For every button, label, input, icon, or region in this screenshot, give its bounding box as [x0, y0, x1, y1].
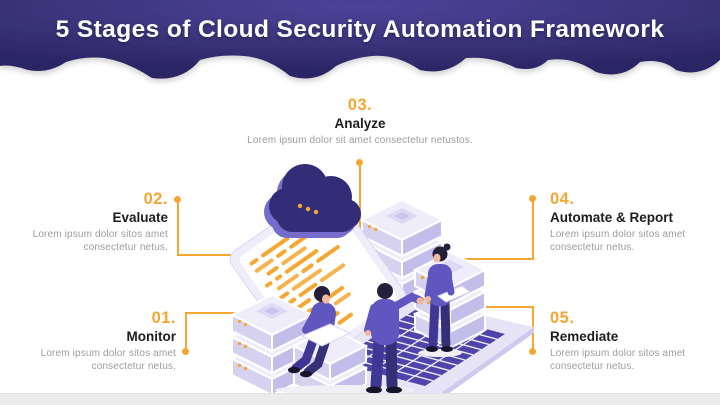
stage-description: Lorem ipsum dolor sitos amet consectetur… [32, 229, 168, 253]
ground-shadow [418, 349, 462, 357]
laptop-icon [229, 187, 407, 369]
stage-number: 04. [550, 190, 575, 208]
page-title: 5 Stages of Cloud Security Automation Fr… [55, 16, 665, 43]
cloud-icon [264, 164, 361, 238]
person-woman-icon [424, 243, 471, 352]
connector-dot [182, 348, 189, 355]
stage-number: 01. [151, 309, 176, 327]
banner-shape [0, 0, 720, 79]
stage-title: Monitor [126, 329, 177, 344]
stage-automate-report: 04. Automate & Report Lorem ipsum dolor … [550, 190, 720, 254]
stage-description: Lorem ipsum dolor sitos amet consectetur… [550, 348, 686, 372]
person-sitting-icon [288, 286, 352, 378]
person-standing-icon [364, 283, 424, 394]
stage-description: Lorem ipsum dolor sit amet consectetur n… [247, 135, 473, 146]
stage-title: Automate & Report [550, 210, 674, 225]
connector-dot [529, 195, 536, 202]
stage-monitor: 01. Monitor Lorem ipsum dolor sitos amet… [16, 309, 176, 373]
stage-evaluate: 02. Evaluate Lorem ipsum dolor sitos ame… [8, 190, 168, 254]
stage-number: 05. [550, 309, 575, 327]
stage-analyze: 03. Analyze Lorem ipsum dolor sit amet c… [210, 96, 510, 148]
stage-description: Lorem ipsum dolor sitos amet consectetur… [550, 229, 686, 253]
stage-title: Evaluate [112, 210, 168, 225]
footer-bar [0, 393, 720, 405]
stage-title: Remediate [550, 329, 619, 344]
header-cloud-banner [0, 0, 720, 79]
stage-title: Analyze [334, 116, 386, 131]
connector-dot [174, 196, 181, 203]
stage-remediate: 05. Remediate Lorem ipsum dolor sitos am… [550, 309, 715, 373]
cloud-dots [297, 203, 319, 215]
stage-number: 02. [143, 190, 168, 208]
stage-description: Lorem ipsum dolor sitos amet consectetur… [40, 348, 176, 372]
connector-dot [529, 348, 536, 355]
connector-dot [356, 159, 363, 166]
stage-number: 03. [347, 96, 373, 114]
